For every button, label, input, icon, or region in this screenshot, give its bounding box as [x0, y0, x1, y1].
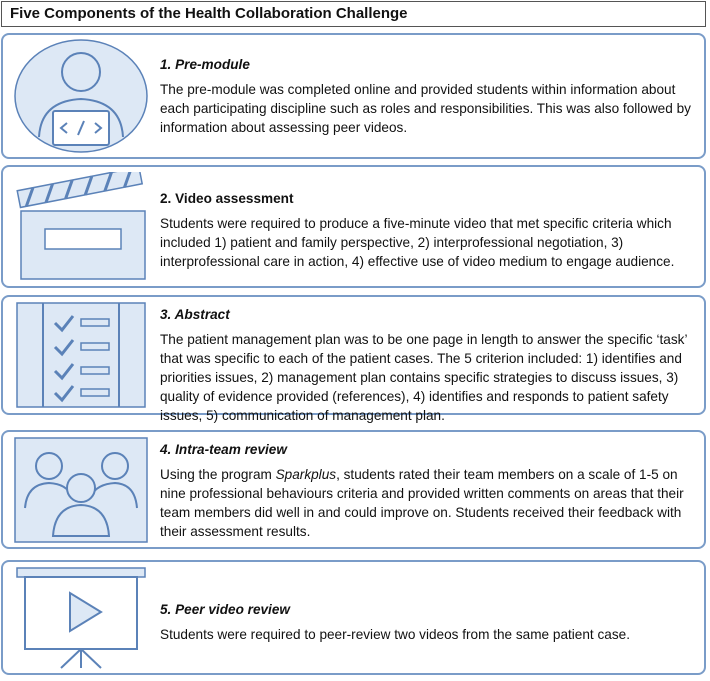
component-peer-video-review: 5. Peer video review Students were requi… — [1, 560, 706, 675]
component-video-assessment: 2. Video assessment Students were requir… — [1, 165, 706, 288]
component-abstract: 3. Abstract The patient management plan … — [1, 295, 706, 423]
figure-title-box: Five Components of the Health Collaborat… — [1, 1, 706, 27]
component-pre-module: 1. Pre-module The pre-module was complet… — [1, 33, 706, 159]
component-heading: 4. Intra-team review — [160, 442, 287, 457]
component-description: Students were required to peer-review tw… — [160, 627, 630, 642]
clapperboard-icon — [16, 172, 146, 280]
component-heading: 3. Abstract — [160, 307, 230, 322]
team-group-icon — [14, 437, 148, 543]
component-heading: 5. Peer video review — [160, 602, 290, 617]
video-presentation-icon — [16, 567, 146, 669]
description-text-end: , students rated their team members on a… — [160, 467, 684, 539]
component-description: The pre-module was completed online and … — [160, 82, 691, 135]
description-text-start: Using the program — [160, 467, 276, 482]
person-code-laptop-icon — [14, 39, 148, 153]
component-heading: 1. Pre-module — [160, 57, 250, 72]
figure-title: Five Components of the Health Collaborat… — [10, 5, 408, 22]
component-intra-team-review: 4. Intra-team review Using the program S… — [1, 430, 706, 549]
component-description: Students were required to produce a five… — [160, 216, 675, 269]
component-description: The patient management plan was to be on… — [160, 332, 687, 423]
component-description: Using the program Sparkplus, students ra… — [160, 465, 698, 541]
checklist-icon — [16, 302, 146, 408]
sparkplus-program-name: Sparkplus — [275, 467, 337, 482]
component-heading: 2. Video assessment — [160, 191, 294, 206]
